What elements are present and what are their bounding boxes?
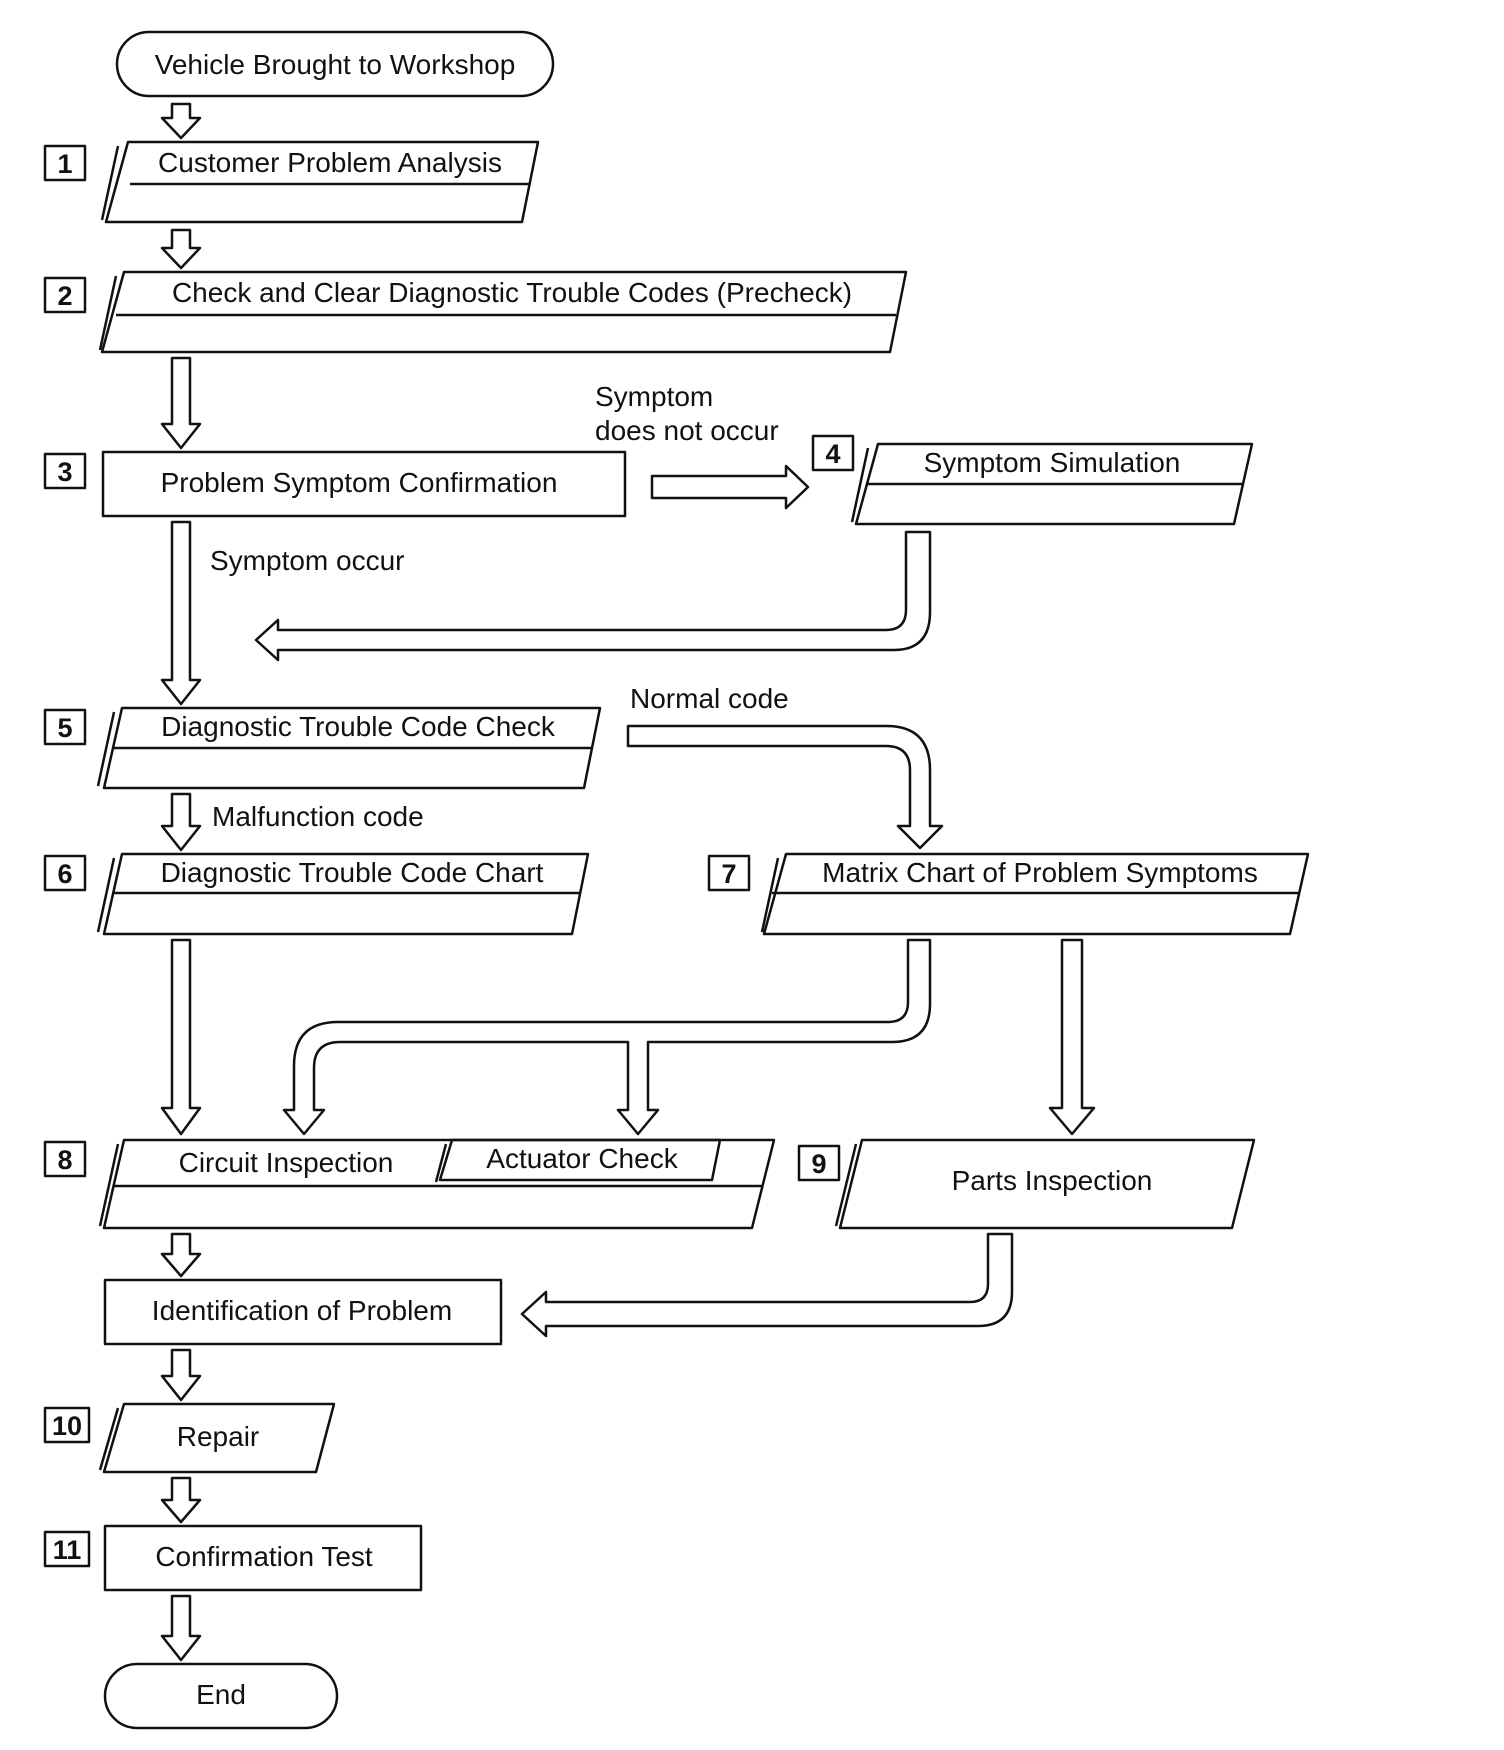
actuator-check-box [438, 1138, 722, 1182]
end-terminal [103, 1662, 339, 1730]
edge-label-symptom-occur: Symptom occur [210, 545, 405, 576]
step-box-11 [43, 1530, 91, 1568]
confirmation-test-shape [103, 1524, 423, 1592]
arrow-8-to-identification [160, 1232, 202, 1278]
step-number-5: 5 [57, 713, 72, 743]
edge-label-does-not-occur: does not occur [595, 415, 779, 446]
arrow-5-to-7 [626, 724, 944, 850]
dtc-check-label: Diagnostic Trouble Code Check [161, 711, 556, 742]
symptom-simulation-label: Symptom Simulation [924, 447, 1181, 478]
step-box-5 [43, 708, 87, 746]
step-number-2: 2 [57, 281, 72, 311]
arrow-10-to-11 [160, 1476, 202, 1524]
dtc-chart-shape [96, 852, 590, 936]
circuit-inspection-label: Circuit Inspection [179, 1147, 394, 1178]
customer-analysis-label: Customer Problem Analysis [158, 147, 502, 178]
parts-inspection-shape [834, 1138, 1256, 1230]
actuator-check-label: Actuator Check [486, 1143, 678, 1174]
arrow-identification-to-10 [160, 1348, 202, 1402]
step-number-7: 7 [721, 859, 736, 889]
arrow-3-to-4 [650, 464, 810, 510]
step-box-2 [43, 276, 87, 314]
start-label: Vehicle Brought to Workshop [155, 49, 516, 80]
check-clear-codes-shape [98, 270, 908, 354]
parts-inspection-label: Parts Inspection [952, 1165, 1153, 1196]
arrow-start-to-1 [160, 102, 202, 140]
check-clear-codes-label: Check and Clear Diagnostic Trouble Codes… [172, 277, 852, 308]
arrow-9-to-identification [520, 1232, 1014, 1338]
symptom-simulation-shape [850, 442, 1254, 526]
customer-analysis-shape [100, 140, 540, 224]
step-number-6: 6 [57, 859, 72, 889]
step-number-3: 3 [57, 457, 72, 487]
step-box-10 [43, 1406, 91, 1444]
circuit-inspection-shape [98, 1138, 776, 1230]
arrow-3-to-5 [160, 520, 202, 706]
step-number-8: 8 [57, 1145, 72, 1175]
arrow-6-to-8 [160, 938, 202, 1136]
identification-label: Identification of Problem [152, 1295, 452, 1326]
step-box-7 [707, 854, 751, 892]
identification-shape [103, 1278, 503, 1346]
step-box-1 [43, 144, 87, 182]
step-box-6 [43, 854, 87, 892]
step-box-4 [811, 434, 855, 472]
step-box-8 [43, 1140, 87, 1178]
edge-label-malfunction-code: Malfunction code [212, 801, 424, 832]
matrix-chart-label: Matrix Chart of Problem Symptoms [822, 857, 1258, 888]
step-number-11: 11 [53, 1535, 82, 1565]
confirmation-test-label: Confirmation Test [155, 1541, 373, 1572]
start-terminal [115, 30, 555, 98]
step-box-9 [797, 1144, 841, 1182]
arrow-2-to-3 [160, 356, 202, 450]
end-label: End [196, 1679, 246, 1710]
arrow-1-to-2 [160, 228, 202, 270]
dtc-check-shape [96, 706, 602, 790]
dtc-chart-label: Diagnostic Trouble Code Chart [161, 857, 544, 888]
arrow-7-to-8 [282, 938, 932, 1136]
repair-label: Repair [177, 1421, 259, 1452]
arrow-5-to-6 [160, 792, 202, 852]
step-number-1: 1 [57, 149, 72, 179]
step-number-10: 10 [52, 1411, 82, 1441]
repair-shape [98, 1402, 336, 1474]
step-number-4: 4 [825, 439, 840, 469]
symptom-confirmation-label: Problem Symptom Confirmation [161, 467, 558, 498]
matrix-chart-shape [760, 852, 1310, 936]
arrow-4-return [254, 530, 932, 662]
arrow-7-to-9 [1048, 938, 1096, 1136]
step-box-3 [43, 452, 87, 490]
symptom-confirmation-shape [101, 450, 627, 518]
edge-label-normal-code: Normal code [630, 683, 789, 714]
step-number-9: 9 [811, 1149, 826, 1179]
arrow-11-to-end [160, 1594, 202, 1662]
edge-label-symptom: Symptom [595, 381, 713, 412]
